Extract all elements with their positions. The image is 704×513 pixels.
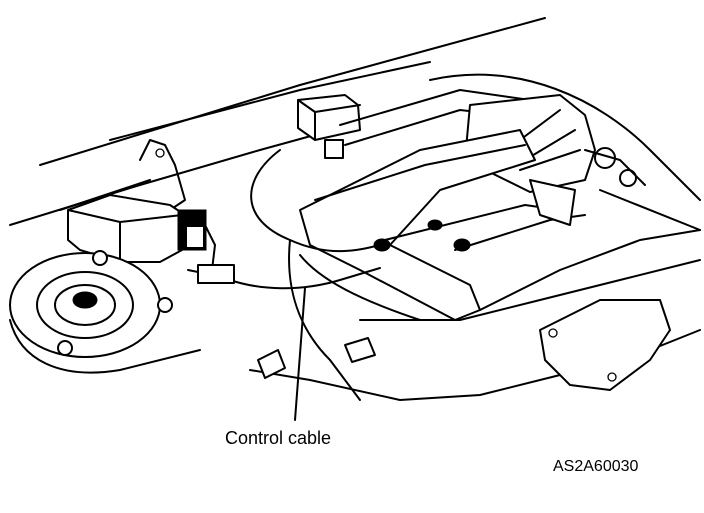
canister-hose bbox=[584, 149, 646, 186]
intake-tube bbox=[299, 129, 536, 321]
canister-fitting-2 bbox=[619, 169, 637, 187]
sensor-stem bbox=[324, 139, 344, 159]
cover-screw-1 bbox=[548, 328, 558, 338]
tube-clamp-1 bbox=[373, 238, 391, 252]
strut-bracket bbox=[139, 139, 186, 211]
strut-tower-inner bbox=[54, 284, 116, 326]
tower-bolt-2 bbox=[157, 297, 173, 313]
linkage-rod-2 bbox=[454, 214, 586, 251]
tower-body bbox=[9, 319, 201, 374]
engine-side-2 bbox=[479, 229, 701, 311]
cover-screw-2 bbox=[607, 372, 617, 382]
sensor-top bbox=[297, 94, 361, 141]
bracket-hole bbox=[155, 148, 165, 158]
right-body-edge-2 bbox=[599, 189, 701, 231]
engine-block-curve bbox=[288, 239, 361, 401]
hose-stub-left bbox=[257, 349, 286, 379]
figure-code: AS2A60030 bbox=[553, 458, 639, 475]
tower-bolt-3 bbox=[57, 340, 73, 356]
cover-plate bbox=[539, 299, 671, 391]
intake-pipe-top bbox=[339, 89, 531, 126]
cable-end-fitting bbox=[197, 264, 235, 284]
hose-stub-right bbox=[344, 337, 376, 363]
throttle-bracket bbox=[529, 179, 576, 226]
hood-edge-top bbox=[39, 17, 546, 166]
intake-tube-inner bbox=[314, 144, 526, 201]
hood-edge-upper bbox=[109, 61, 431, 141]
callout-leader bbox=[294, 287, 306, 421]
cable-end-wire bbox=[187, 269, 199, 273]
engine-block-curve-2 bbox=[299, 254, 421, 321]
engine-side bbox=[359, 259, 701, 321]
control-cable-lower bbox=[229, 267, 381, 290]
connector-housing bbox=[185, 225, 205, 249]
tower-bolt-1 bbox=[92, 250, 108, 266]
fender-line-2 bbox=[59, 179, 151, 211]
strut-nut bbox=[72, 291, 98, 309]
actuator-module bbox=[67, 194, 186, 263]
control-cable-label: Control cable bbox=[225, 428, 332, 448]
right-body-edge bbox=[429, 73, 701, 201]
